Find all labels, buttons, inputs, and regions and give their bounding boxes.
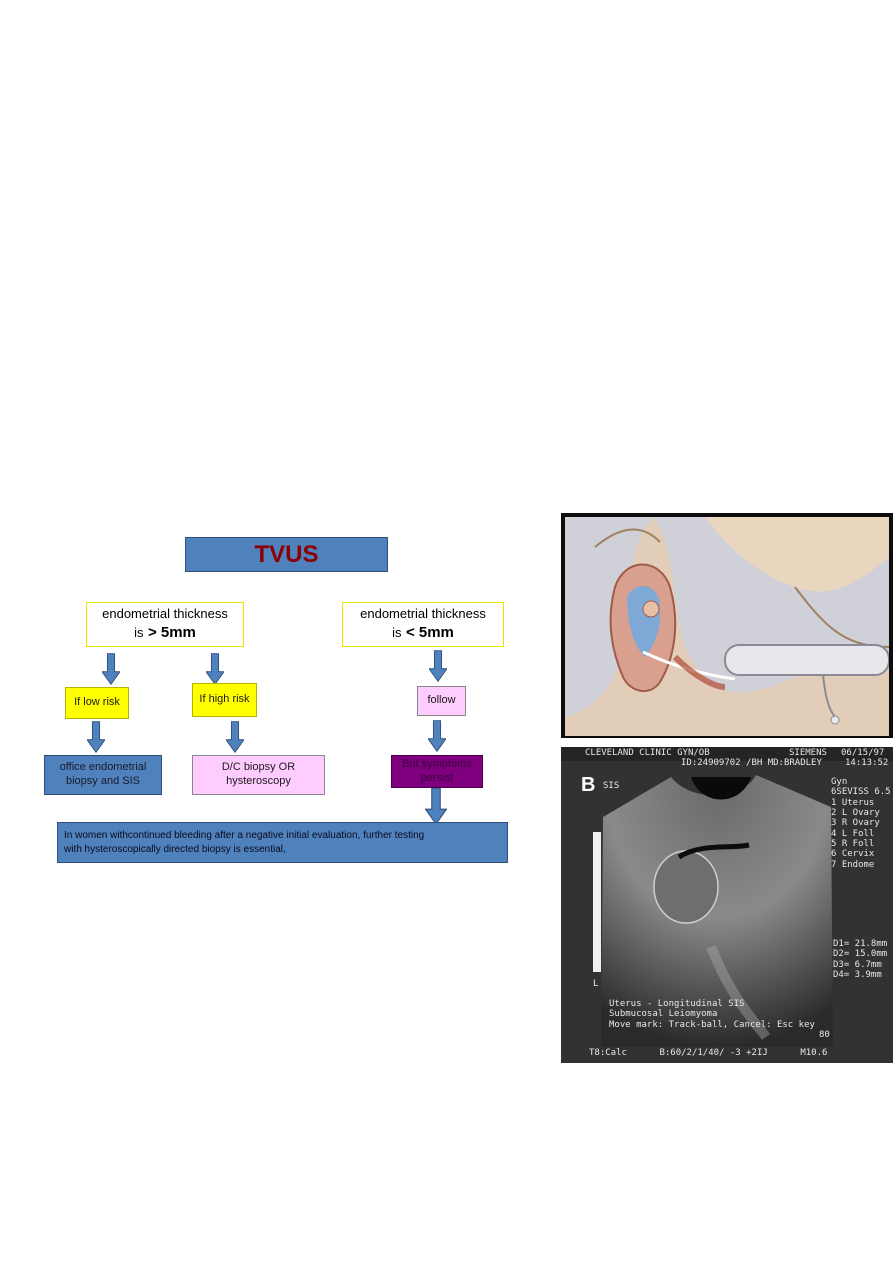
high-risk-label: If high risk bbox=[199, 693, 250, 706]
thickness-greater-box: endometrial thickness is > 5mm bbox=[86, 602, 244, 647]
us-menu-item: 6SEVISS 6.5 bbox=[831, 787, 891, 798]
conclusion-box: In women withcontinued bleeding after a … bbox=[57, 822, 508, 863]
us-side-menu: Gyn 6SEVISS 6.5 1 Uterus 2 L Ovary 3 R O… bbox=[831, 777, 891, 870]
us-menu-item: Gyn bbox=[831, 777, 848, 787]
us-caption-line: Uterus - Longitudinal SIS bbox=[609, 999, 745, 1009]
persist-box: But symptoms persist bbox=[391, 755, 483, 788]
persist-line1: But symptoms bbox=[402, 757, 472, 770]
us-caption-line: Move mark: Track-ball, Cancel: Esc key bbox=[609, 1019, 815, 1030]
thickness-greater-line1: endometrial thickness bbox=[102, 606, 228, 622]
us-panel-letter: B bbox=[581, 774, 596, 796]
arrow-to-dc-biopsy bbox=[226, 721, 244, 753]
dc-biopsy-box: D/C biopsy OR hysteroscopy bbox=[192, 755, 325, 795]
us-caption-line: Submucosal Leiomyoma bbox=[609, 1009, 718, 1020]
thickness-less-box: endometrial thickness is < 5mm bbox=[342, 602, 504, 647]
thickness-less-prefix: is bbox=[392, 624, 402, 640]
arrow-to-high-risk bbox=[206, 653, 224, 685]
follow-box: follow bbox=[417, 686, 466, 716]
tvus-title: TVUS bbox=[254, 540, 319, 568]
us-menu-item: 1 Uterus bbox=[831, 797, 875, 808]
us-header-date: 06/15/97 bbox=[841, 748, 885, 758]
arrow-to-office-biopsy bbox=[87, 721, 105, 753]
conclusion-line2: with hysteroscopically directed biopsy i… bbox=[64, 843, 286, 855]
us-menu-item: 3 R Ovary bbox=[831, 818, 880, 829]
low-risk-label: If low risk bbox=[74, 696, 120, 709]
conclusion-line1: In women withcontinued bleeding after a … bbox=[64, 830, 425, 841]
us-header-brand: SIEMENS bbox=[789, 748, 827, 758]
thickness-less-line2: is < 5mm bbox=[392, 623, 454, 643]
us-header-id: ID:24909702 /BH MD:BRADLEY bbox=[681, 758, 822, 768]
us-footer: T8:Calc B:60/2/1/40/ -3 +2IJ M10.6 bbox=[589, 1048, 828, 1058]
us-measurement: D4= 3.9mm bbox=[833, 970, 882, 981]
us-measurement: D2= 15.0mm bbox=[833, 949, 888, 960]
thickness-less-value: < 5mm bbox=[405, 623, 454, 641]
ultrasound-image: CLEVELAND CLINIC GYN/OB ID:24909702 /BH … bbox=[561, 747, 893, 1063]
us-measurement: D1= 21.8mm bbox=[833, 939, 888, 949]
persist-line2: persist bbox=[420, 771, 454, 784]
arrow-to-persist bbox=[428, 717, 446, 755]
us-menu-item: 6 Cervix bbox=[831, 849, 875, 860]
arrow-to-follow bbox=[429, 650, 447, 682]
arrow-to-low-risk bbox=[102, 653, 120, 685]
thickness-less-line1: endometrial thickness bbox=[360, 606, 486, 622]
us-measurement: D3= 6.7mm bbox=[833, 959, 882, 970]
dc-biopsy-line1: D/C biopsy OR bbox=[221, 761, 296, 774]
office-biopsy-box: office endometrial biopsy and SIS bbox=[44, 755, 162, 795]
us-caption: Uterus - Longitudinal SIS Submucosal Lei… bbox=[609, 999, 815, 1030]
anatomy-illustration bbox=[561, 513, 893, 738]
dc-biopsy-line2: hysteroscopy bbox=[226, 775, 291, 787]
office-biopsy-line2: biopsy and SIS bbox=[66, 775, 140, 787]
us-mode: SIS bbox=[603, 781, 620, 791]
office-biopsy-line1: office endometrial bbox=[59, 761, 147, 774]
us-header-left: CLEVELAND CLINIC GYN/OB bbox=[585, 748, 710, 758]
thickness-greater-value: > 5mm bbox=[147, 623, 196, 641]
thickness-greater-line2: is > 5mm bbox=[134, 623, 196, 643]
us-scale-label: L bbox=[593, 979, 599, 989]
us-header-time: 14:13:52 bbox=[845, 758, 889, 768]
low-risk-box: If low risk bbox=[65, 687, 129, 719]
high-risk-box: If high risk bbox=[192, 683, 257, 717]
tvus-box: TVUS bbox=[185, 537, 388, 572]
us-measurements: D1= 21.8mm D2= 15.0mm D3= 6.7mm D4= 3.9m… bbox=[833, 939, 887, 980]
pelvic-anatomy-drawing bbox=[565, 517, 890, 736]
follow-label: follow bbox=[427, 694, 456, 707]
thickness-greater-prefix: is bbox=[134, 624, 144, 640]
ultrasound-scan bbox=[561, 747, 893, 1063]
us-depth-label: 80 bbox=[819, 1030, 830, 1040]
us-menu-item: 2 L Ovary bbox=[831, 808, 880, 819]
us-menu-item: 5 R Foll bbox=[831, 839, 875, 850]
arrow-to-conclusion bbox=[425, 788, 447, 824]
us-menu-item: 4 L Foll bbox=[831, 828, 875, 839]
us-menu-item: 7 Endome bbox=[831, 859, 875, 870]
